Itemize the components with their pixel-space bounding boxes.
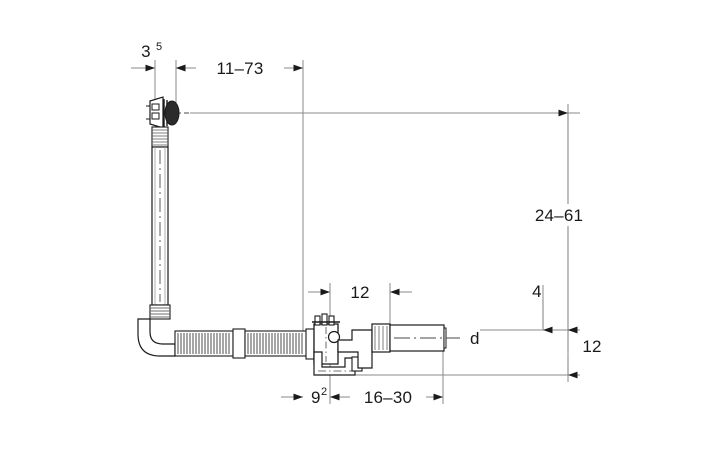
p-trap-elbow	[313, 351, 363, 376]
drain-valve-body	[305, 313, 341, 365]
dimension-bottom-left-value: 9	[311, 388, 321, 407]
threaded-collar-bottom	[149, 304, 171, 320]
rotary-knob-fitting	[146, 96, 180, 129]
dimension-bottom-main: 16–30	[330, 386, 443, 407]
dimension-bottom-main-value: 16–30	[364, 388, 412, 407]
corrugated-flexible-hose	[174, 328, 308, 359]
outlet-connector-nut	[371, 323, 391, 353]
dimension-top-left-superscript: 5	[156, 41, 162, 53]
extension-lines	[154, 60, 580, 404]
dimension-top-left-value: 3	[141, 42, 151, 61]
dimension-right-lower-value: 12	[582, 337, 601, 356]
dimension-top-left: 3 5	[131, 41, 200, 72]
threaded-collar-top	[151, 126, 169, 148]
dimension-right-small: 4	[532, 282, 553, 334]
hose-elbow	[137, 318, 176, 357]
pipe-diameter-label: d	[470, 329, 479, 348]
dimension-bottom-left-superscript: 2	[321, 386, 327, 398]
dimension-bottom-left: 9 2	[281, 386, 327, 407]
dimension-top-main: 11–73	[176, 57, 303, 78]
dimension-mid-horizontal-value: 12	[350, 283, 369, 302]
dimension-right-main: 24–61	[524, 109, 594, 334]
overflow-vertical-tube	[151, 146, 169, 306]
outlet-pipe	[389, 324, 460, 352]
dimension-mid-horizontal: 12	[308, 283, 412, 302]
outlet-riser-elbow	[337, 329, 373, 369]
dimension-right-lower: 12	[567, 326, 601, 379]
dimension-top-main-value: 11–73	[216, 59, 263, 78]
dimension-right-main-value: 24–61	[535, 206, 583, 225]
dimension-right-small-value: 4	[532, 282, 542, 301]
